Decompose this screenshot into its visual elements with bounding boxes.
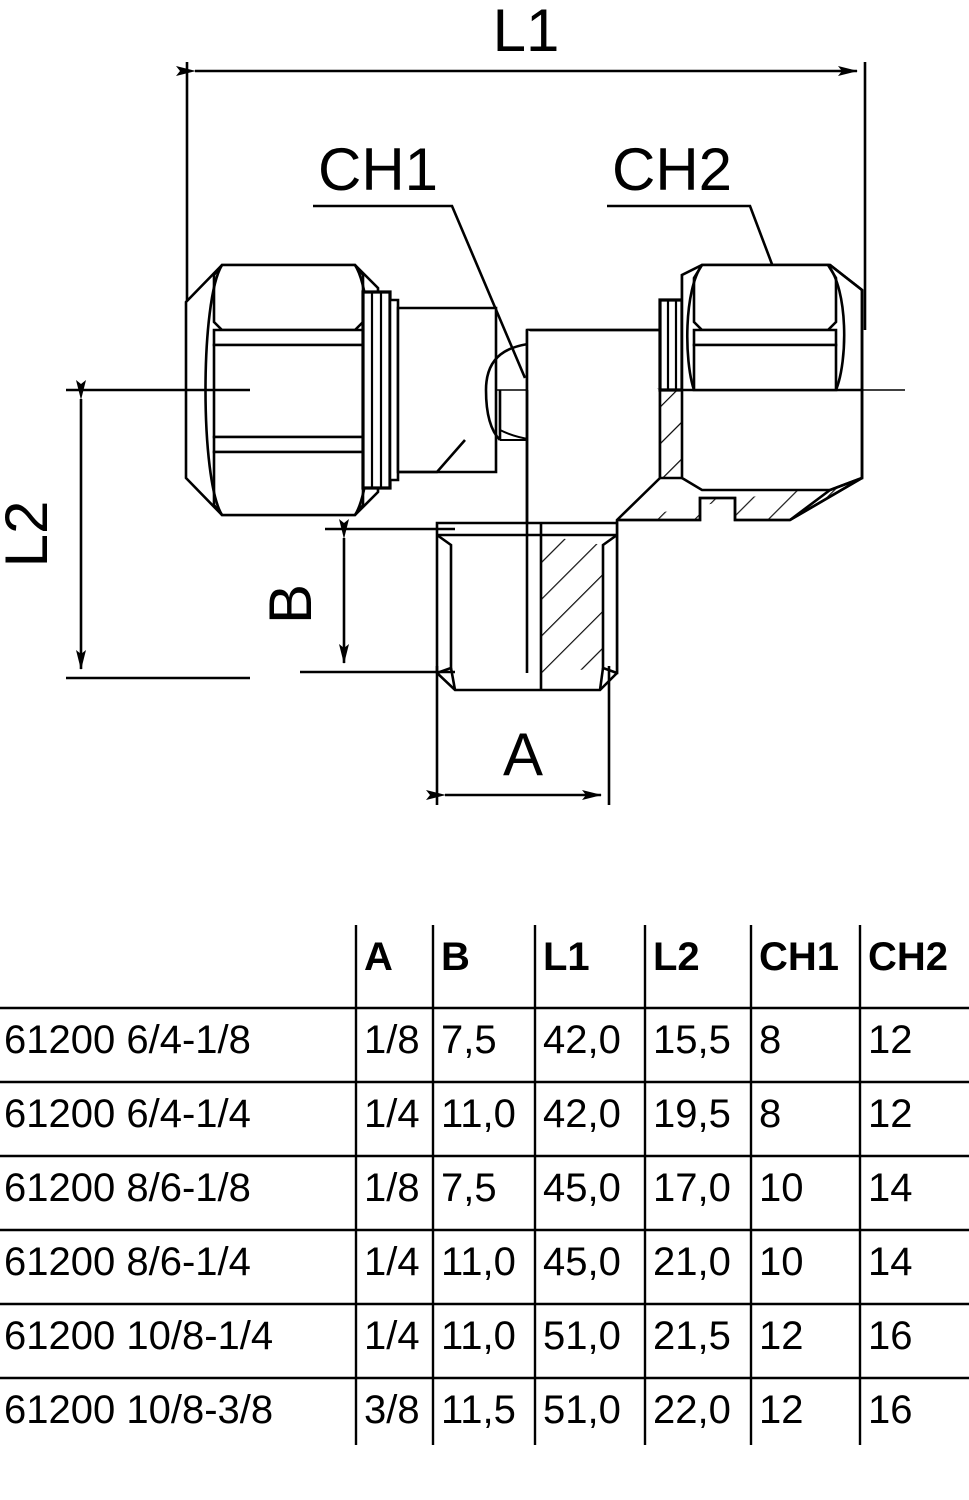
table-cell-a: 1/8 [364, 1018, 420, 1062]
table-cell-ch1: 12 [759, 1314, 804, 1358]
table-cell-l2: 15,5 [653, 1018, 731, 1062]
table-cell-ch1: 10 [759, 1240, 804, 1284]
table-cell-ch1: 8 [759, 1092, 782, 1136]
dimension-l1 [176, 62, 867, 330]
table-cell-ch1: 12 [759, 1388, 804, 1432]
right-thread-collar [658, 298, 684, 392]
specification-table: A B L1 L2 CH1 CH2 61200 6/4-1/8 1/8 7,5 … [0, 900, 969, 1500]
table-cell-l1: 51,0 [543, 1388, 621, 1432]
dimension-l2 [66, 380, 250, 680]
table-cell-b: 7,5 [441, 1018, 497, 1062]
fitting-drawing-svg: L1 CH1 CH2 [0, 0, 905, 805]
table-cell-a: 3/8 [364, 1388, 420, 1432]
table-cell-l1: 51,0 [543, 1314, 621, 1358]
technical-drawing: L1 CH1 CH2 [0, 0, 905, 805]
table-cell-l1: 45,0 [543, 1240, 621, 1284]
dimension-b [300, 519, 455, 674]
table-cell-a: 1/4 [364, 1314, 420, 1358]
table-cell-b: 7,5 [441, 1166, 497, 1210]
dimension-label-l1: L1 [493, 0, 560, 64]
table-header-l2: L2 [653, 935, 700, 979]
table-cell-l1: 42,0 [543, 1018, 621, 1062]
table-cell-b: 11,5 [441, 1388, 516, 1432]
dimension-label-a: A [503, 721, 543, 788]
dimension-a [426, 666, 611, 805]
table-cell-b: 11,0 [441, 1314, 516, 1358]
table-cell-code: 61200 8/6-1/8 [4, 1166, 251, 1210]
table-cell-ch1: 10 [759, 1166, 804, 1210]
leader-ch1 [313, 204, 527, 379]
left-compression-nut [184, 263, 380, 517]
dimension-label-l2: L2 [0, 501, 60, 568]
table-cell-l2: 19,5 [653, 1092, 731, 1136]
table-cell-l1: 42,0 [543, 1092, 621, 1136]
table-cell-ch2: 16 [868, 1314, 913, 1358]
right-compression-nut [680, 263, 864, 522]
table-cell-a: 1/4 [364, 1240, 420, 1284]
table-header-b: B [441, 935, 470, 979]
body-run-left [396, 306, 498, 474]
table-header-ch2: CH2 [868, 935, 949, 979]
table-cell-l1: 45,0 [543, 1166, 621, 1210]
table-cell-l2: 21,0 [653, 1240, 731, 1284]
table-cell-a: 1/4 [364, 1092, 420, 1136]
dimension-label-ch2: CH2 [612, 136, 732, 203]
table-cell-l2: 21,5 [653, 1314, 731, 1358]
table-cell-code: 61200 6/4-1/4 [4, 1092, 251, 1136]
table-cell-ch2: 12 [868, 1018, 913, 1062]
table-cell-ch2: 14 [868, 1166, 913, 1210]
table-cell-code: 61200 10/8-3/8 [4, 1388, 274, 1432]
table-cell-b: 11,0 [441, 1092, 516, 1136]
table-header-ch1: CH1 [759, 935, 840, 979]
table-cell-ch2: 14 [868, 1240, 913, 1284]
table-cell-ch1: 8 [759, 1018, 782, 1062]
table-cell-ch2: 12 [868, 1092, 913, 1136]
left-thread-collar [361, 290, 400, 490]
table-cell-ch2: 16 [868, 1388, 913, 1432]
dimension-label-ch1: CH1 [318, 136, 438, 203]
table-cell-code: 61200 10/8-1/4 [4, 1314, 274, 1358]
branch-male-thread [435, 521, 619, 692]
table-header-l1: L1 [543, 935, 590, 979]
table-cell-code: 61200 6/4-1/8 [4, 1018, 251, 1062]
table-cell-code: 61200 8/6-1/4 [4, 1240, 251, 1284]
table-header-a: A [364, 935, 393, 979]
table-cell-b: 11,0 [441, 1240, 516, 1284]
table-cell-l2: 17,0 [653, 1166, 731, 1210]
dimension-label-b: B [257, 584, 324, 624]
table-cell-l2: 22,0 [653, 1388, 731, 1432]
table-cell-a: 1/8 [364, 1166, 420, 1210]
